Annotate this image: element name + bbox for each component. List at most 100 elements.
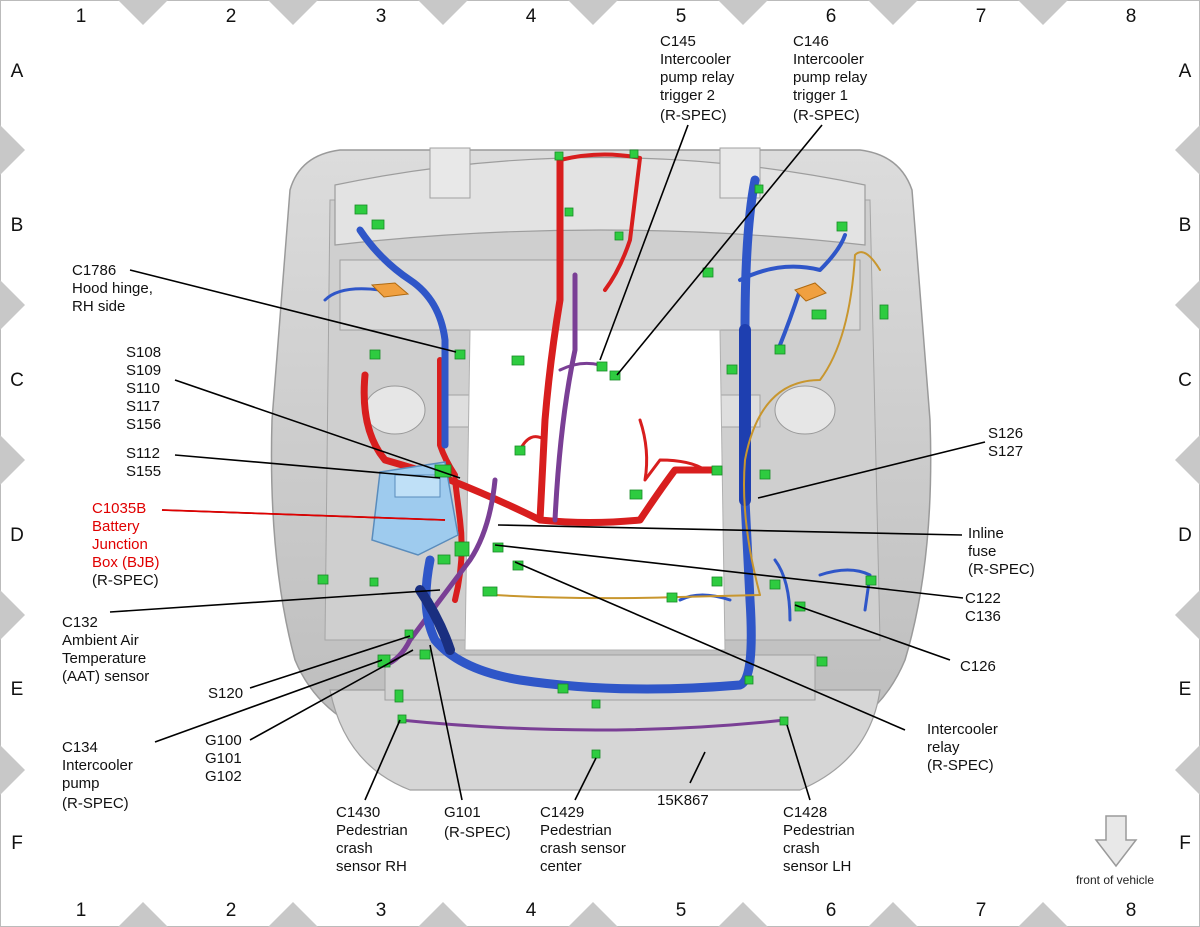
col-label: 5: [676, 6, 687, 27]
label-line: Junction: [92, 536, 148, 553]
label-line: C134: [62, 739, 98, 756]
col-label: 8: [1126, 6, 1137, 27]
hood-hinges: [370, 282, 827, 302]
label-line: S120: [208, 685, 243, 702]
col-label: 4: [526, 900, 537, 921]
label-line: C145: [660, 33, 696, 50]
down-arrow-icon: [1094, 815, 1138, 868]
label-line: G101: [205, 750, 242, 767]
col-label: 6: [826, 900, 837, 921]
label-line: Battery: [92, 518, 140, 535]
callout-c1035b: C1035B Battery Junction Box (BJB) (R-SPE…: [92, 500, 160, 589]
label-line: trigger 2: [660, 87, 715, 104]
col-label: 2: [226, 900, 237, 921]
label-line: Hood hinge,: [72, 280, 153, 297]
label-line: C126: [960, 658, 996, 675]
label-line: (R-SPEC): [968, 561, 1035, 578]
col-label: 6: [826, 6, 837, 27]
label-line: Inline: [968, 525, 1004, 542]
row-label: E: [11, 679, 24, 700]
connectors: [317, 149, 889, 759]
callout-c122: C122 C136: [965, 590, 1001, 625]
column-labels-top: 1 2 3 4 5 6 7 8: [76, 6, 1137, 27]
row-label: F: [1179, 833, 1191, 854]
label-line: C1428: [783, 804, 827, 821]
label-line: Intercooler: [660, 51, 731, 68]
row-labels-left: A B C D E F: [10, 61, 24, 854]
row-label: B: [11, 215, 24, 236]
col-label: 3: [376, 900, 387, 921]
front-of-vehicle-label: front of vehicle: [1076, 873, 1154, 887]
label-line: S108: [126, 344, 161, 361]
callout-g100: G100 G101 G102: [205, 732, 242, 785]
label-line: G101: [444, 804, 481, 821]
label-line: (R-SPEC): [62, 795, 129, 812]
label-line: 15K867: [657, 792, 709, 809]
label-line: crash: [336, 840, 373, 857]
callout-splices-s108: S108 S109 S110 S117 S156: [126, 344, 161, 433]
label-line: (R-SPEC): [92, 572, 159, 589]
callout-inline-fuse: Inline fuse (R-SPEC): [968, 525, 1035, 578]
label-line: C1786: [72, 262, 116, 279]
callout-intercooler-relay: Intercooler relay (R-SPEC): [927, 721, 998, 774]
label-line: C146: [793, 33, 829, 50]
col-label: 7: [976, 6, 987, 27]
callout-c1429: C1429 Pedestrian crash sensor center: [540, 804, 626, 875]
col-label: 3: [376, 6, 387, 27]
row-label: F: [11, 833, 23, 854]
label-line: Temperature: [62, 650, 146, 667]
label-line: S117: [126, 398, 160, 415]
label-line: trigger 1: [793, 87, 848, 104]
callout-splices-s112: S112 S155: [126, 445, 161, 480]
label-line: (R-SPEC): [660, 107, 727, 124]
label-line: Ambient Air: [62, 632, 139, 649]
col-label: 4: [526, 6, 537, 27]
label-line: Intercooler: [927, 721, 998, 738]
row-labels-right: A B C D E F: [1178, 61, 1192, 854]
label-line: S126: [988, 425, 1023, 442]
label-line: (R-SPEC): [444, 824, 511, 841]
callout-c145: C145 Intercooler pump relay trigger 2 (R…: [660, 33, 735, 124]
callout-15k867: 15K867: [657, 792, 709, 809]
label-line: S109: [126, 362, 161, 379]
callout-c1786: C1786 Hood hinge, RH side: [72, 262, 153, 315]
label-line: Intercooler: [793, 51, 864, 68]
label-line: crash sensor: [540, 840, 626, 857]
label-line: C122: [965, 590, 1001, 607]
label-line: fuse: [968, 543, 996, 560]
bjb-leader-line: [161, 509, 446, 521]
label-line: (R-SPEC): [793, 107, 860, 124]
label-line: RH side: [72, 298, 125, 315]
label-line: Box (BJB): [92, 554, 160, 571]
label-line: C1430: [336, 804, 380, 821]
column-labels-bottom: 1 2 3 4 5 6 7 8: [76, 900, 1137, 921]
row-label: E: [1179, 679, 1192, 700]
label-line: S156: [126, 416, 161, 433]
row-label: B: [1179, 215, 1192, 236]
label-line: C1429: [540, 804, 584, 821]
label-line: sensor LH: [783, 858, 851, 875]
label-line: G100: [205, 732, 242, 749]
callout-c134: C134 Intercooler pump (R-SPEC): [62, 739, 133, 812]
label-line: Pedestrian: [783, 822, 855, 839]
label-line: C136: [965, 608, 1001, 625]
callout-s120: S120: [208, 685, 243, 702]
col-label: 2: [226, 6, 237, 27]
label-line: S155: [126, 463, 161, 480]
callout-c132: C132 Ambient Air Temperature (AAT) senso…: [62, 614, 149, 685]
callout-c1428: C1428 Pedestrian crash sensor LH: [783, 804, 855, 875]
col-label: 5: [676, 900, 687, 921]
label-line: pump relay: [793, 69, 868, 86]
label-line: center: [540, 858, 582, 875]
col-label: 7: [976, 900, 987, 921]
label-line: sensor RH: [336, 858, 407, 875]
row-label: C: [10, 370, 24, 391]
col-label: 1: [76, 900, 87, 921]
label-line: C1035B: [92, 500, 146, 517]
col-label: 8: [1126, 900, 1137, 921]
label-line: Pedestrian: [336, 822, 408, 839]
callout-c126: C126: [960, 658, 996, 675]
label-line: S112: [126, 445, 160, 462]
callout-c146: C146 Intercooler pump relay trigger 1 (R…: [793, 33, 868, 124]
